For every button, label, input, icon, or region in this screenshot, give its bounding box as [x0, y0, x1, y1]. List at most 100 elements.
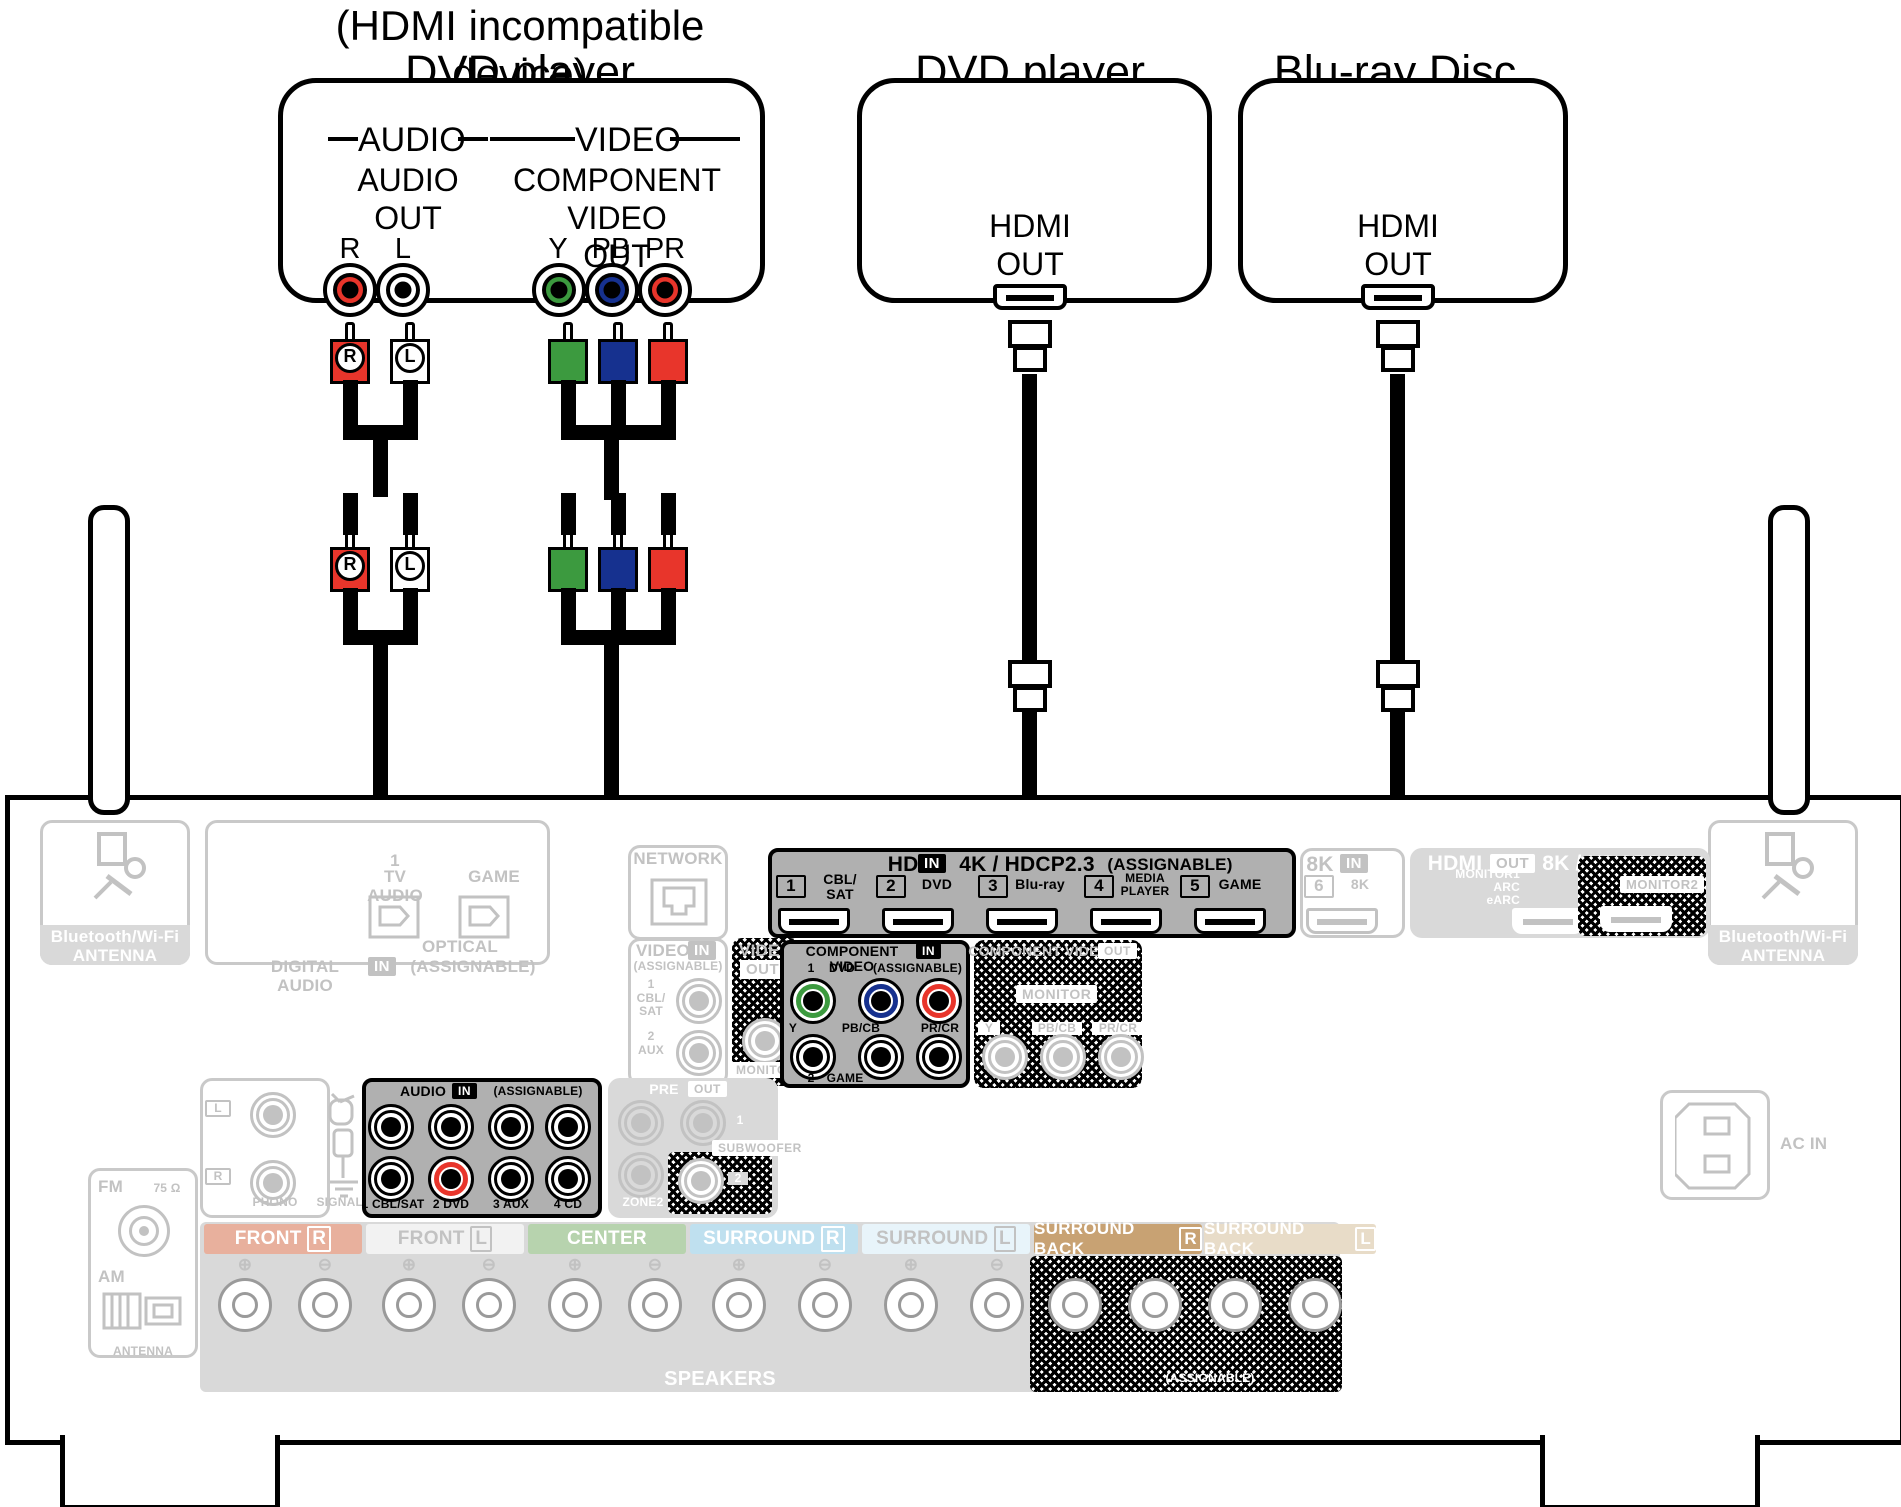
speaker-post-surround-back-l-plus[interactable]	[1208, 1278, 1262, 1332]
audio-in-jack-3-r[interactable]	[488, 1156, 534, 1202]
pre-out-zone2-jack-l[interactable]	[618, 1100, 664, 1146]
device-jack-pb[interactable]	[585, 263, 639, 317]
audio-in-jack-4-l[interactable]	[545, 1104, 591, 1150]
network-label: NETWORK	[633, 849, 723, 868]
hdmi-out-port-monitor1[interactable]	[1512, 908, 1584, 934]
hdmi-in-1-num: 1	[776, 875, 806, 898]
audio-in-label-2: 2 DVD	[432, 1197, 470, 1211]
speaker-band-front-r: FRONT R	[204, 1224, 362, 1254]
device-jack-audio-r[interactable]	[323, 263, 377, 317]
ac-inlet-icon	[1675, 1102, 1751, 1190]
component-video-in-tag: IN	[916, 943, 941, 959]
video-in-jack-2[interactable]	[676, 1030, 722, 1076]
hdmi-plug-bluray-bottom	[1376, 660, 1420, 720]
audio-in-jack-2-r[interactable]	[428, 1156, 474, 1202]
speaker-band-center: CENTER	[528, 1224, 686, 1254]
component-in-jack-pr-1[interactable]	[916, 978, 962, 1024]
audio-in-jack-2-l[interactable]	[428, 1104, 474, 1150]
speaker-post-front-r-minus[interactable]	[298, 1278, 352, 1332]
phono-jack-l[interactable]	[250, 1092, 296, 1138]
hdmi-8k-name: 8K	[1350, 876, 1370, 892]
hdmi-in-port-1[interactable]	[778, 908, 850, 934]
component-in-jack-pr-2[interactable]	[916, 1034, 962, 1080]
hdmi-in-2-name: DVD	[921, 876, 953, 892]
dvd-hdmi-out-label: HDMI OUT	[989, 208, 1071, 282]
wire-y-mid	[561, 493, 576, 535]
video-in-2-num: 2	[647, 1029, 655, 1043]
speaker-post-surround-r-minus[interactable]	[798, 1278, 852, 1332]
device-hdmi-out-bluray[interactable]	[1361, 284, 1435, 310]
hdmi-8k-port[interactable]	[1306, 908, 1378, 934]
speaker-label-surround-back-r: SURROUND BACK	[1034, 1219, 1135, 1258]
pre-out-zone2-jack-r[interactable]	[618, 1152, 664, 1198]
phono-jack-r[interactable]	[250, 1160, 296, 1206]
speaker-label-surround-back-l: SURROUND BACK	[1204, 1219, 1305, 1258]
component-video-out-label: COMPONENT VIDEO OUT	[513, 162, 721, 274]
speaker-ch-front-r: R	[307, 1226, 332, 1252]
hdmi-8k-num: 6	[1304, 875, 1334, 898]
hdmi-in-port-4[interactable]	[1090, 908, 1162, 934]
rca-plug-r-top: R	[330, 322, 370, 384]
speaker-post-surround-back-l-minus[interactable]	[1288, 1278, 1342, 1332]
audio-in-title: AUDIO	[399, 1083, 447, 1099]
device-jack-audio-l[interactable]	[376, 263, 430, 317]
speaker-band-surround-r: SURROUND R	[690, 1224, 858, 1254]
device-hdmi-out-dvd[interactable]	[993, 284, 1067, 310]
speaker-post-front-l-minus[interactable]	[462, 1278, 516, 1332]
speaker-post-front-l-plus[interactable]	[382, 1278, 436, 1332]
wire-pr-low	[661, 588, 676, 638]
speaker-post-surround-l-minus[interactable]	[970, 1278, 1024, 1332]
component-in-jack-pb-2[interactable]	[858, 1034, 904, 1080]
hdmi-incompatible-note: (HDMI incompatible device)	[335, 2, 705, 97]
speaker-ch-surround-r: R	[820, 1226, 845, 1252]
component-video-out-tag: OUT	[1098, 943, 1137, 959]
audio-in-jack-1-l[interactable]	[368, 1104, 414, 1150]
speaker-plus-icon-3: ⊕	[567, 1255, 583, 1274]
optical-port-1-icon	[368, 895, 420, 939]
component-out-jack-y[interactable]	[982, 1034, 1028, 1080]
audio-in-jack-1-r[interactable]	[368, 1156, 414, 1202]
speaker-post-surround-l-plus[interactable]	[884, 1278, 938, 1332]
hdmi-plug-dvd-bottom	[1008, 660, 1052, 720]
wire-pb-top	[611, 380, 626, 432]
pre-out-subwoofer-jack-1[interactable]	[680, 1100, 726, 1146]
speaker-post-center-plus[interactable]	[548, 1278, 602, 1332]
component-in-jack-y-2[interactable]	[790, 1034, 836, 1080]
rca-plug-label-r-top: R	[335, 343, 365, 373]
jack-label-audio-r: R	[339, 233, 361, 265]
speakers-label: SPEAKERS	[664, 1368, 776, 1390]
hdmi-in-port-5[interactable]	[1194, 908, 1266, 934]
pre-out-subwoofer-jack-2[interactable]	[678, 1158, 724, 1204]
audio-rule-left	[328, 137, 358, 141]
video-in-assignable: (ASSIGNABLE)	[633, 959, 723, 973]
wire-hdmi-bluray-upper	[1390, 374, 1405, 664]
audio-in-label-3: 3 AUX	[493, 1197, 529, 1211]
fm-coax-jack[interactable]	[118, 1205, 170, 1257]
speaker-post-front-r-plus[interactable]	[218, 1278, 272, 1332]
video-in-jack-1[interactable]	[676, 978, 722, 1024]
speaker-post-center-minus[interactable]	[628, 1278, 682, 1332]
speaker-post-surround-r-plus[interactable]	[712, 1278, 766, 1332]
pre-out-sub-num-1: 1	[736, 1113, 744, 1127]
rca-plug-pr-top	[648, 322, 688, 384]
video-out-title: VIDEO	[739, 941, 793, 960]
speaker-post-surround-back-r-plus[interactable]	[1048, 1278, 1102, 1332]
speaker-plus-icon-4: ⊕	[731, 1255, 747, 1274]
device-jack-y[interactable]	[532, 263, 586, 317]
audio-out-label: AUDIO OUT	[357, 162, 459, 236]
speaker-post-surround-back-r-minus[interactable]	[1128, 1278, 1182, 1332]
speaker-label-front-r: FRONT	[234, 1228, 302, 1249]
hdmi-in-port-3[interactable]	[986, 908, 1058, 934]
device-jack-pr[interactable]	[638, 263, 692, 317]
component-in-jack-pb-1[interactable]	[858, 978, 904, 1024]
audio-in-jack-3-l[interactable]	[488, 1104, 534, 1150]
component-in-jack-y-1[interactable]	[790, 978, 836, 1024]
hdmi-in-port-2[interactable]	[882, 908, 954, 934]
hdmi-out-port-monitor2[interactable]	[1600, 906, 1672, 932]
phono-label: PHONO	[252, 1195, 298, 1209]
component-out-jack-pb[interactable]	[1040, 1034, 1086, 1080]
component-out-jack-pr[interactable]	[1098, 1034, 1144, 1080]
chassis-foot-left	[60, 1435, 280, 1507]
audio-in-jack-4-r[interactable]	[545, 1156, 591, 1202]
